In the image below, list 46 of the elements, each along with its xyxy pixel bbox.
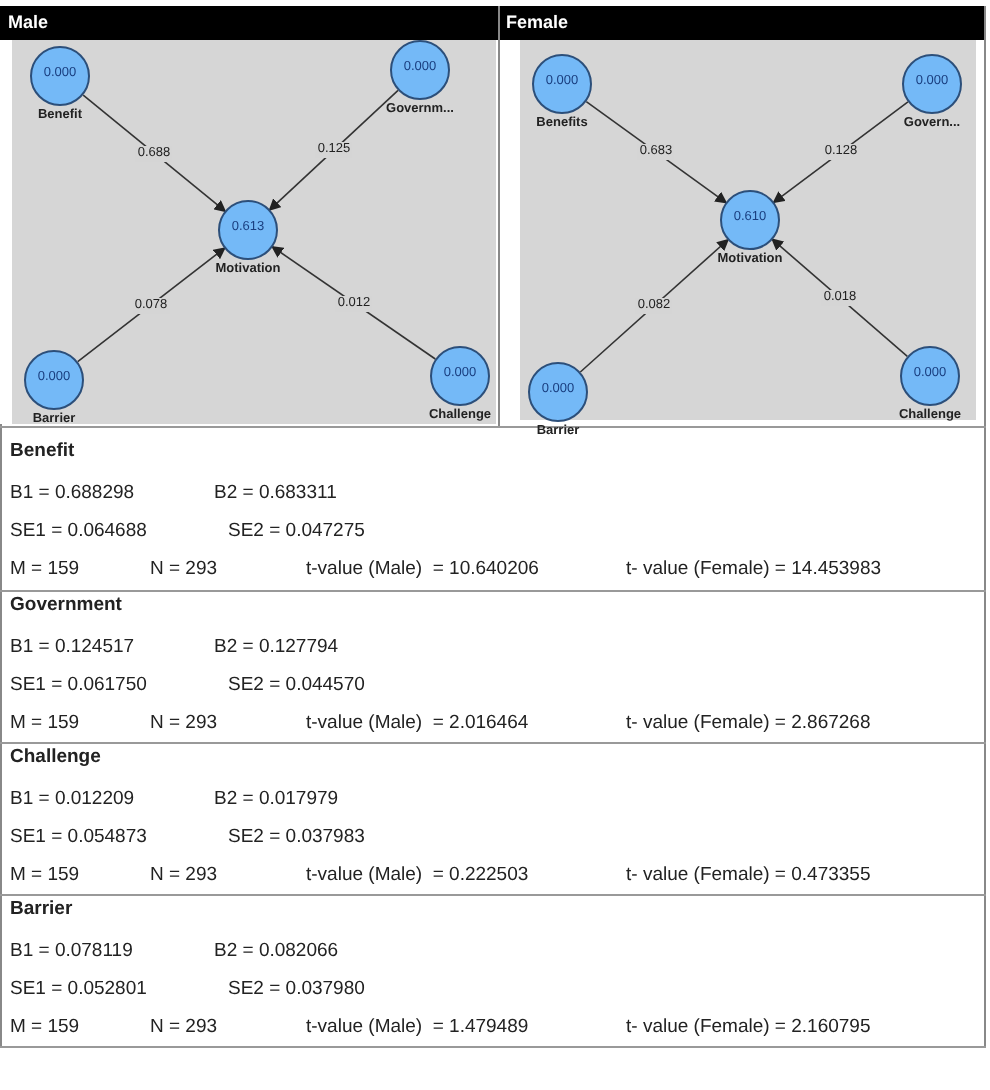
arrow: [771, 238, 909, 358]
statistic-text: t- value (Female) = 14.453983: [626, 558, 882, 582]
statistic-text: t- value (Female) = 2.160795: [626, 1016, 871, 1040]
arrow: [76, 247, 226, 363]
column-header: Male: [8, 10, 49, 34]
arrow: [268, 89, 399, 211]
statistic-text: B2 = 0.082066: [214, 940, 339, 964]
section-heading: Challenge: [10, 746, 101, 770]
statistic-text: t-value (Male) = 1.479489: [306, 1016, 529, 1040]
statistic-text: B2 = 0.017979: [214, 788, 339, 812]
section-heading: Benefit: [10, 440, 75, 464]
statistic-text: N = 293: [150, 558, 218, 582]
statistic-text: B1 = 0.078119: [10, 940, 133, 964]
column-header: Female: [506, 10, 569, 34]
statistic-text: SE2 = 0.037983: [228, 826, 365, 850]
statistic-text: SE1 = 0.052801: [10, 978, 147, 1002]
arrow: [772, 101, 909, 204]
statistic-text: t-value (Male) = 2.016464: [306, 712, 529, 736]
arrow: [585, 100, 728, 204]
statistic-text: B2 = 0.683311: [214, 482, 337, 506]
statistic-text: B1 = 0.012209: [10, 788, 135, 812]
statistic-text: M = 159: [10, 712, 80, 736]
arrow: [579, 238, 730, 373]
arrow: [271, 245, 437, 360]
statistic-text: N = 293: [150, 712, 218, 736]
statistic-text: B2 = 0.127794: [214, 636, 339, 660]
statistic-text: t- value (Female) = 0.473355: [626, 864, 871, 888]
section-heading: Government: [10, 594, 122, 618]
section-heading: Barrier: [10, 898, 73, 922]
statistic-text: t-value (Male) = 0.222503: [306, 864, 529, 888]
statistic-text: SE2 = 0.047275: [228, 520, 365, 544]
arrow: [82, 94, 227, 213]
statistic-text: t- value (Female) = 2.867268: [626, 712, 871, 736]
statistic-text: M = 159: [10, 1016, 80, 1040]
statistic-text: t-value (Male) = 10.640206: [306, 558, 539, 582]
statistic-text: SE1 = 0.061750: [10, 674, 147, 698]
statistic-text: B1 = 0.124517: [10, 636, 135, 660]
statistic-text: M = 159: [10, 558, 80, 582]
statistic-text: N = 293: [150, 1016, 218, 1040]
statistic-text: SE2 = 0.044570: [228, 674, 365, 698]
statistic-text: SE1 = 0.064688: [10, 520, 147, 544]
statistic-text: B1 = 0.688298: [10, 482, 135, 506]
statistic-text: M = 159: [10, 864, 80, 888]
statistic-text: SE1 = 0.054873: [10, 826, 147, 850]
statistic-text: N = 293: [150, 864, 218, 888]
statistic-text: SE2 = 0.037980: [228, 978, 365, 1002]
